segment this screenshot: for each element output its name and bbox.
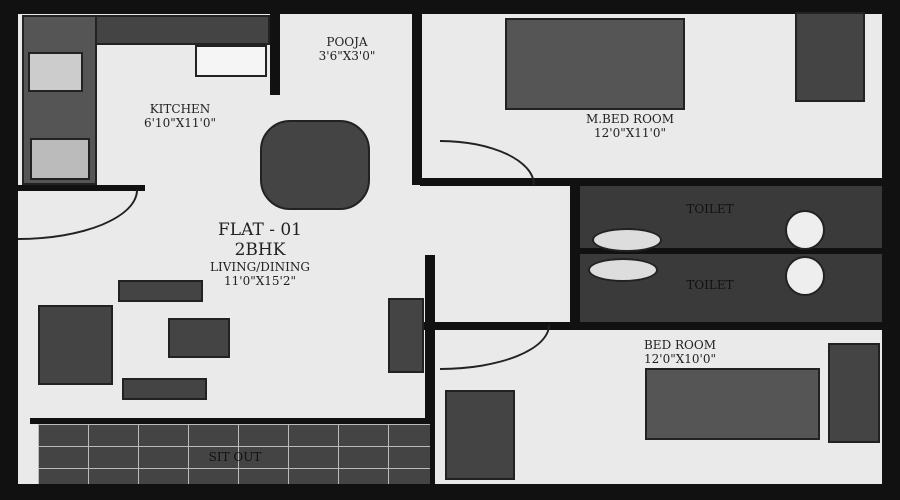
wall-kitchen-bottom: [10, 185, 145, 191]
room-name: LIVING/DINING: [210, 260, 310, 274]
room-name: KITCHEN: [149, 102, 211, 116]
wall-mbed-left: [412, 10, 422, 185]
room-name: BED ROOM: [643, 338, 716, 352]
fridge: [195, 45, 267, 77]
room-size: 12'0"X10'0": [644, 352, 716, 366]
tv-unit: [388, 298, 424, 373]
wall-pooja-left: [270, 10, 280, 95]
kitchen-shelf: [95, 15, 270, 45]
flat-number: FLAT - 01: [218, 220, 302, 240]
door-bedroom: [440, 325, 550, 370]
master-bed: [505, 18, 685, 110]
wardrobe: [445, 390, 515, 480]
wall-mbed-bottom: [420, 178, 890, 186]
label-living: FLAT - 01 2BHK LIVING/DINING 11'0"X15'2": [180, 220, 340, 288]
label-toilet-1: TOILET: [686, 202, 734, 216]
wall-sitout-top: [30, 418, 430, 424]
flat-type: 2BHK: [234, 240, 286, 260]
sitout-area: [38, 424, 430, 484]
wall-left: [0, 0, 18, 500]
washbasin-icon: [592, 228, 662, 252]
bed: [645, 368, 820, 440]
wall-bed-top: [420, 322, 890, 330]
coffee-table: [168, 318, 230, 358]
wall-right: [882, 0, 900, 500]
wall-toilet-mid: [575, 248, 885, 254]
room-size: 12'0"X11'0": [594, 126, 666, 140]
sofa: [38, 305, 113, 385]
wall-bed-left: [425, 255, 435, 490]
room-size: 3'6"X3'0": [318, 49, 376, 63]
side-table: [828, 343, 880, 443]
room-size: 6'10"X11'0": [144, 116, 216, 130]
dining-table: [260, 120, 370, 210]
label-sitout: SIT OUT: [208, 450, 262, 464]
room-size: 11'0"X15'2": [224, 274, 296, 288]
door-mbed: [440, 140, 535, 185]
door-main: [18, 190, 138, 240]
wall-top: [0, 0, 900, 14]
washbasin-icon: [588, 258, 658, 282]
chair: [118, 280, 203, 302]
chair: [122, 378, 207, 400]
toilet-icon: [785, 256, 825, 296]
label-toilet-2: TOILET: [686, 278, 734, 292]
room-name: POOJA: [326, 35, 368, 49]
room-name: M.BED ROOM: [585, 112, 675, 126]
wall-toilet-left: [570, 180, 580, 330]
stove-icon: [28, 52, 83, 92]
wardrobe: [795, 12, 865, 102]
wall-bottom: [0, 484, 900, 500]
toilet-icon: [785, 210, 825, 250]
sink-icon: [30, 138, 90, 180]
